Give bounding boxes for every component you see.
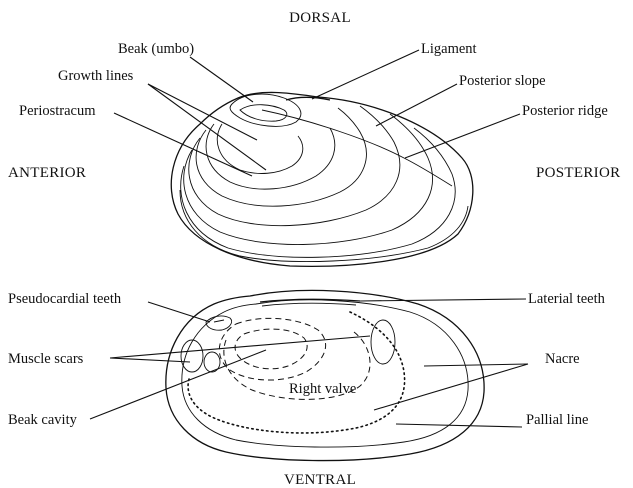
pallial-line-label: Pallial line: [526, 412, 588, 428]
lateral-teeth-inner: [262, 303, 356, 306]
beak-leader: [190, 57, 253, 102]
posterior-label: POSTERIOR: [536, 165, 620, 181]
posterior-ridge-line: [262, 110, 452, 186]
growth-line: [196, 108, 366, 206]
beak-cavity-outline: [235, 329, 307, 369]
umbo-inner: [240, 105, 287, 121]
exterior-shell-drawing: [171, 92, 473, 266]
growth-line: [180, 190, 468, 262]
beak-cavity-leader: [90, 350, 266, 419]
nacre-leader: [424, 364, 528, 366]
growth-line: [184, 114, 433, 245]
growth-lines-label: Growth lines: [58, 68, 134, 84]
growth-line: [206, 124, 335, 189]
posterior-slope-label: Posterior slope: [459, 73, 546, 89]
beak-cavity-label: Beak cavity: [8, 412, 78, 428]
pseudocardial-teeth-label: Pseudocardial teeth: [8, 291, 122, 307]
posterior-ridge-label: Posterior ridge: [522, 103, 608, 119]
right-valve-label: Right valve: [289, 381, 356, 397]
posterior-ridge-leader: [405, 114, 520, 158]
anterior-label: ANTERIOR: [8, 165, 86, 181]
muscle-scars-leader: [110, 358, 190, 362]
muscle-scars-leader: [110, 336, 370, 358]
ventral-label: VENTRAL: [284, 472, 356, 488]
interior-shell-outline: [166, 290, 484, 460]
anterior-muscle-scar: [181, 340, 203, 372]
ligament-leader: [312, 50, 419, 99]
beak-label: Beak (umbo): [118, 41, 194, 57]
dorsal-label: DORSAL: [289, 10, 351, 26]
growth-line: [181, 128, 455, 257]
lateral-teeth-leader: [360, 299, 526, 301]
exterior-shell-outline: [171, 92, 473, 266]
nacre-label: Nacre: [545, 351, 580, 367]
growth-lines-leader: [148, 84, 266, 170]
pallial-line-leader: [396, 424, 522, 427]
periostracum-label: Periostracum: [19, 103, 96, 119]
pseudocardial-teeth-inner: [214, 320, 224, 322]
ligament-label: Ligament: [421, 41, 477, 57]
growth-line: [189, 106, 400, 226]
muscle-scars-label: Muscle scars: [8, 351, 84, 367]
lateral-teeth-label: Laterial teeth: [528, 291, 606, 307]
interior-valve-drawing: [166, 290, 484, 460]
growth-lines-leader: [148, 84, 257, 140]
pseudocardial-teeth-shape: [206, 316, 232, 330]
nacre-leader: [374, 364, 528, 410]
posterior-slope-leader: [376, 84, 457, 126]
